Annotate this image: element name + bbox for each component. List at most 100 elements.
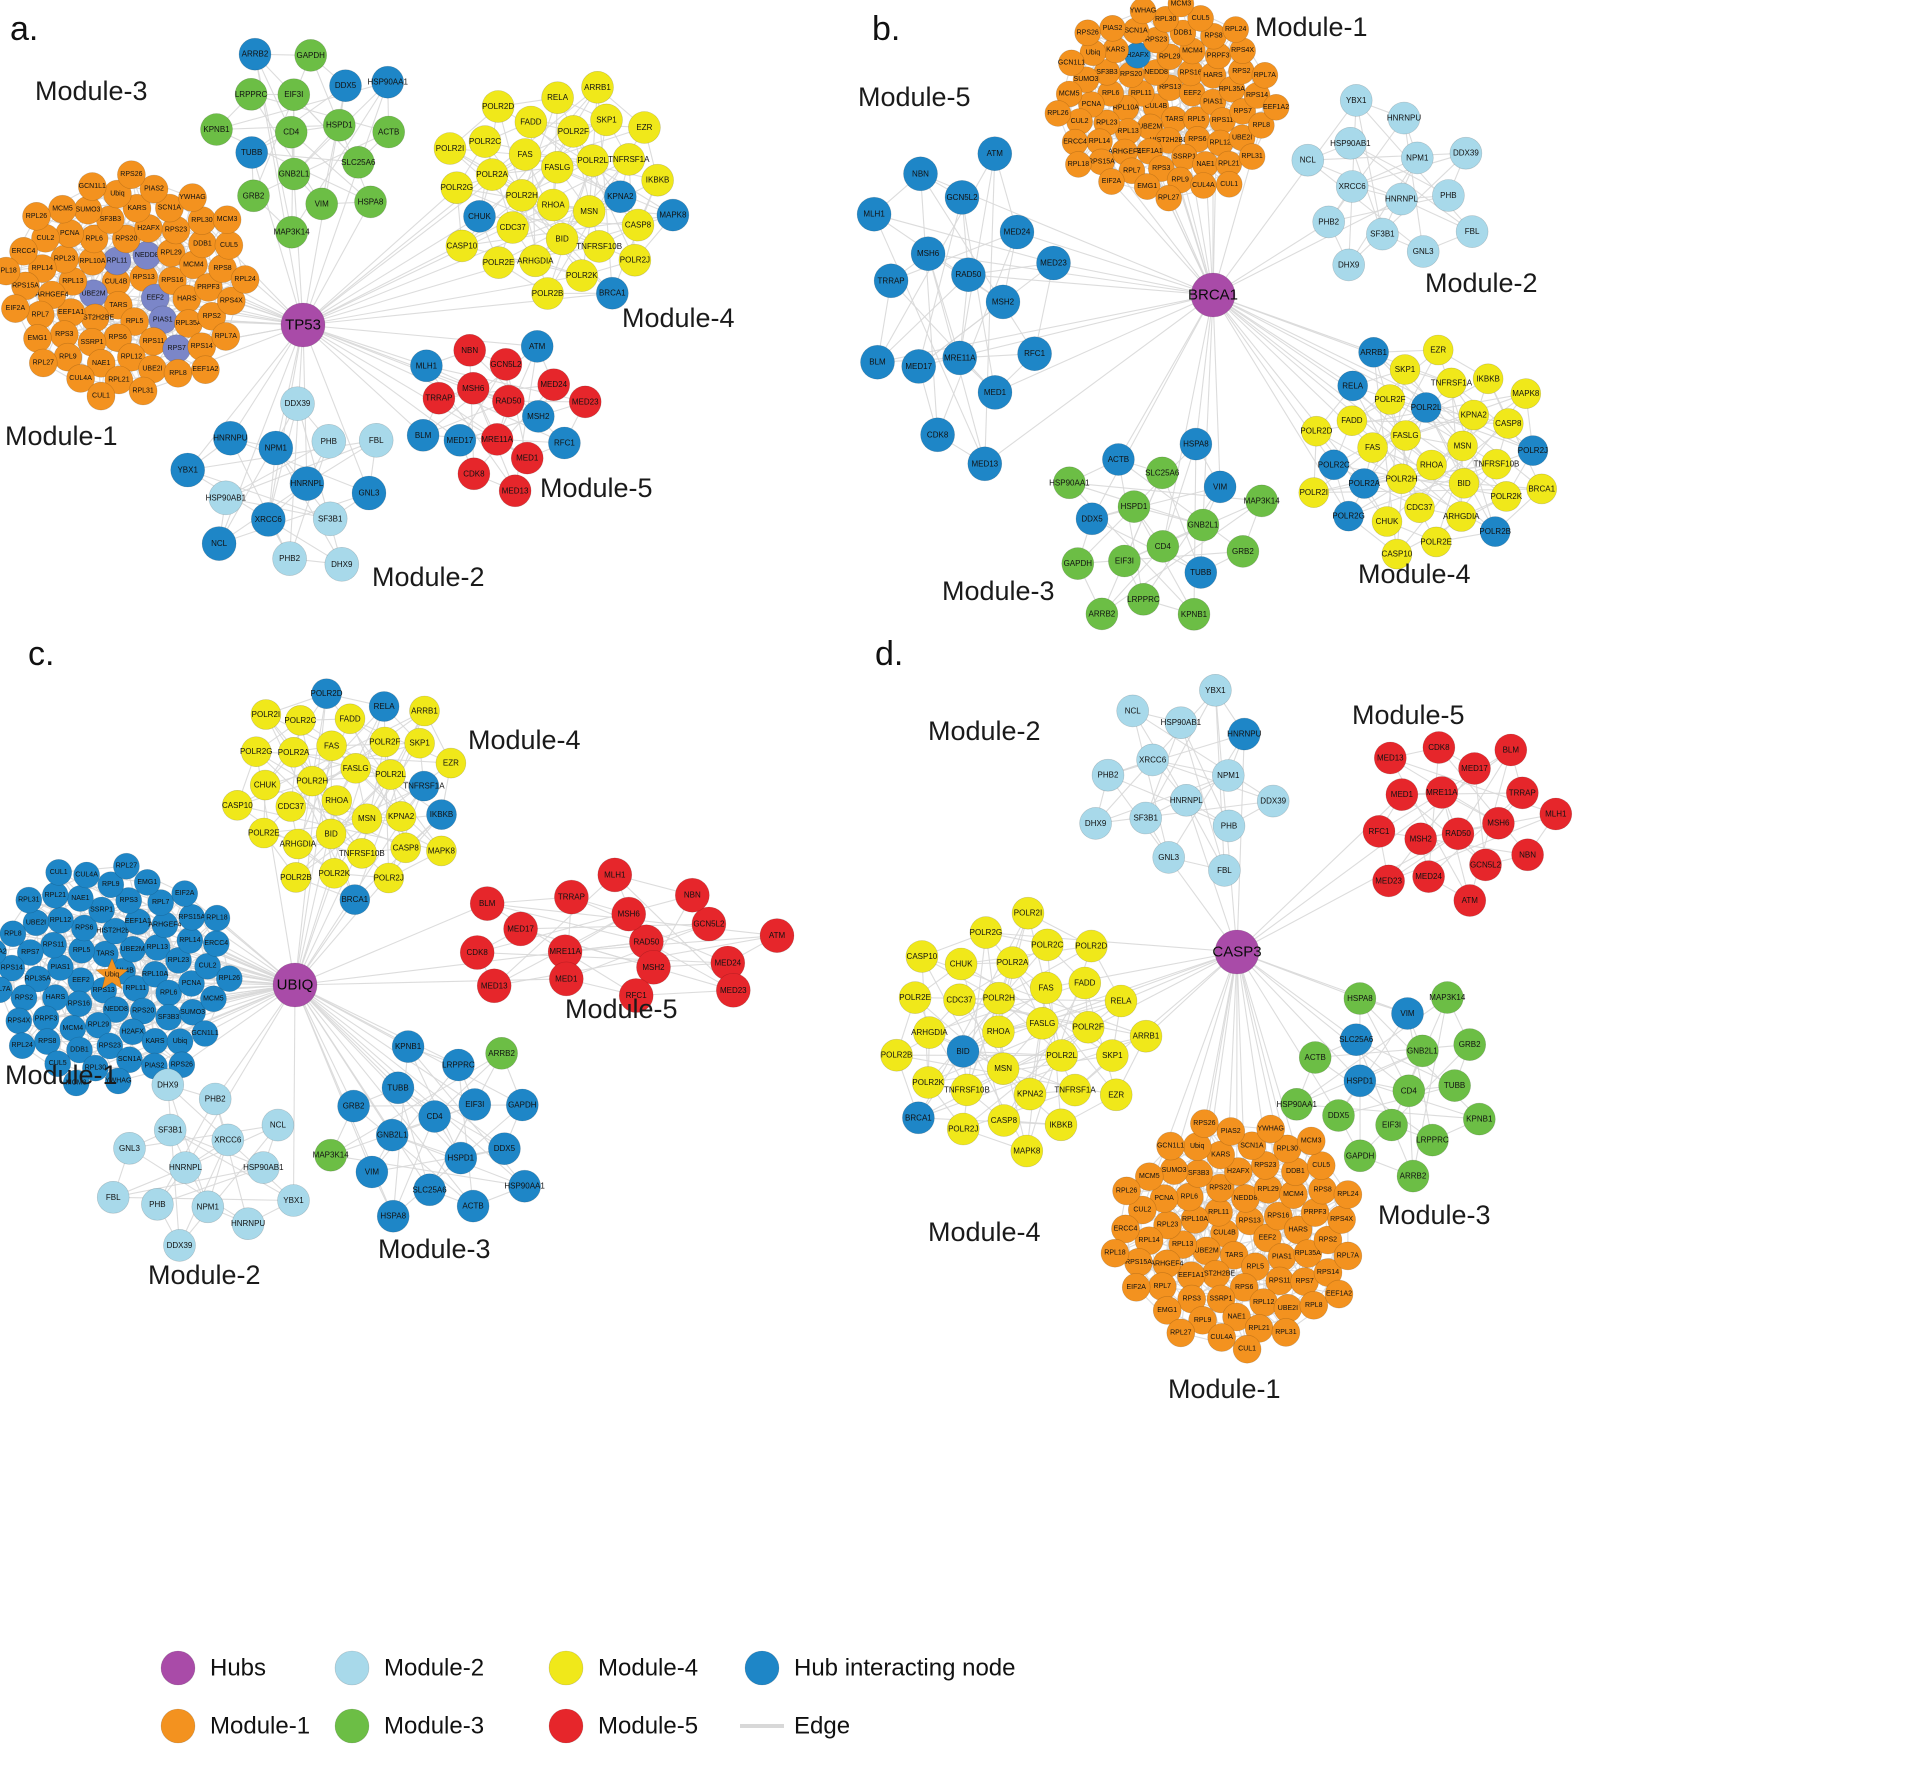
module-label-module-1-c: Module-1: [5, 1060, 118, 1090]
node-label: PHB2: [279, 554, 300, 563]
edge: [169, 1129, 294, 1201]
node-gapdh: GAPDH: [1061, 547, 1095, 580]
node-hspd1: HSPD1: [1117, 490, 1151, 523]
node-label: MED13: [1377, 754, 1404, 763]
node-rpl10a: RPL10A: [141, 960, 168, 988]
node-label: FAS: [1365, 443, 1380, 452]
node-label: HSPD1: [1347, 1076, 1374, 1085]
node-kpnb1: KPNB1: [200, 113, 233, 146]
node-polr2g: POLR2G: [240, 736, 272, 768]
node-circle: [531, 277, 564, 310]
legend-item-module-5: Module-5: [548, 1708, 698, 1744]
panel-a: CD4HSPD1GNB2L1EIF3ISLC25A6TUBBDDX5VIMLRP…: [0, 10, 735, 592]
node-label: MCM3: [1301, 1138, 1322, 1145]
node-circle: [1298, 477, 1330, 508]
node-label: RPS11: [1212, 117, 1234, 124]
node-label: EIF2A: [6, 305, 26, 312]
node-label: MRE11A: [481, 435, 513, 444]
node-map3k14: MAP3K14: [1429, 981, 1466, 1014]
node-phb2: PHB2: [1091, 758, 1125, 792]
edge: [187, 469, 331, 520]
node-label: RPL11: [125, 985, 146, 992]
node-circle: [498, 474, 532, 508]
node-msn: MSN: [1447, 430, 1478, 462]
node-label: RPL10A: [79, 258, 105, 265]
node-label: RPL29: [160, 250, 182, 257]
node-label: RAD50: [634, 937, 660, 946]
node-ezr: EZR: [1099, 1078, 1133, 1112]
node-circle: [612, 143, 646, 176]
node-label: RELA: [1111, 997, 1133, 1006]
node-label: CDC37: [500, 223, 527, 232]
node-label: MAPK8: [428, 846, 456, 855]
node-cul1: CUL1: [1232, 1334, 1262, 1364]
node-circle: [122, 194, 152, 223]
node-rpl31: RPL31: [1238, 143, 1266, 170]
node-label: RPL31: [1241, 153, 1263, 160]
node-label: RPL10A: [1113, 105, 1139, 112]
node-vim: VIM: [355, 1155, 389, 1189]
hub-edge: [302, 187, 458, 326]
node-label: MLH1: [1545, 810, 1567, 819]
node-label: GRB2: [1459, 1040, 1481, 1049]
node-circle: [311, 678, 342, 710]
node-rpl24: RPL24: [8, 1032, 36, 1059]
panel-d: HNRNPLXRCC6NPM1SF3B1HSP90AB1PHBPHB2HNRNP…: [875, 635, 1573, 1404]
node-label: CUL4B: [1213, 1230, 1236, 1237]
node-xrcc6: XRCC6: [211, 1123, 245, 1157]
node-label: MSH6: [462, 384, 485, 393]
node-label: HSPA8: [358, 197, 384, 206]
node-label: HSPD1: [326, 121, 353, 130]
node-circle: [1336, 405, 1368, 437]
node-label: Ubiq: [1086, 49, 1101, 56]
node-nedd8: NEDD8: [102, 996, 130, 1023]
node-label: CUL2: [37, 235, 55, 242]
node-label: HSPA8: [380, 1212, 406, 1221]
node-dhx9: DHX9: [1079, 807, 1112, 840]
node-label: MAP3K14: [313, 1151, 350, 1160]
node-kars: KARS: [141, 1028, 169, 1055]
node-arhgdia: ARHGDIA: [1443, 501, 1480, 532]
module-label-module-2-c: Module-2: [148, 1260, 261, 1290]
node-label: LRPPRC: [442, 1061, 475, 1070]
node-xrcc6: XRCC6: [1136, 743, 1169, 777]
node-tnfrsf1a: TNFRSF1A: [608, 143, 650, 176]
node-label: POLR2F: [369, 738, 400, 747]
node-med13: MED13: [476, 968, 512, 1004]
node-ercc4: ERCC4: [1111, 1214, 1140, 1244]
node-circle: [1406, 235, 1440, 268]
node-fadd: FADD: [1336, 405, 1368, 437]
node-polr2d: POLR2D: [1075, 929, 1108, 963]
node-polr2e: POLR2E: [1420, 526, 1452, 558]
node-ercc4: ERCC4: [1061, 128, 1089, 156]
node-ywhag: YWHAG: [1129, 0, 1157, 25]
node-label: MED24: [1415, 872, 1442, 881]
node-label: SLC25A6: [412, 1185, 447, 1194]
node-kars: KARS: [122, 194, 152, 223]
node-label: TNFRSF10B: [944, 1085, 990, 1094]
node-label: HNRNPU: [1227, 730, 1261, 739]
node-label: RPL9: [1194, 1317, 1212, 1324]
node-label: POLR2H: [1386, 474, 1418, 483]
node-label: ERCC4: [204, 940, 228, 947]
node-rela: RELA: [368, 691, 400, 722]
node-polr2e: POLR2E: [898, 981, 932, 1014]
node-circle: [178, 183, 207, 212]
node-circle: [482, 246, 515, 279]
node-ubiq: Ubiq: [166, 1028, 194, 1055]
legend-swatch: [548, 1650, 584, 1686]
node-rpl27: RPL27: [113, 852, 140, 880]
edge: [254, 53, 359, 163]
node-label: NPM1: [265, 444, 288, 453]
node-label: HSPD1: [447, 1154, 474, 1163]
node-label: RPS11: [143, 338, 165, 345]
node-label: NEDD8: [104, 1006, 128, 1013]
node-label: GAPDH: [296, 51, 325, 60]
node-circle: [590, 103, 623, 137]
module-label-module-1-b: Module-1: [1255, 12, 1368, 42]
node-label: POLR2J: [620, 256, 650, 265]
node-lrpprc: LRPPRC: [442, 1048, 475, 1082]
node-circle: [315, 818, 347, 850]
node-label: RPS7: [1234, 108, 1252, 115]
node-circle: [340, 752, 372, 784]
